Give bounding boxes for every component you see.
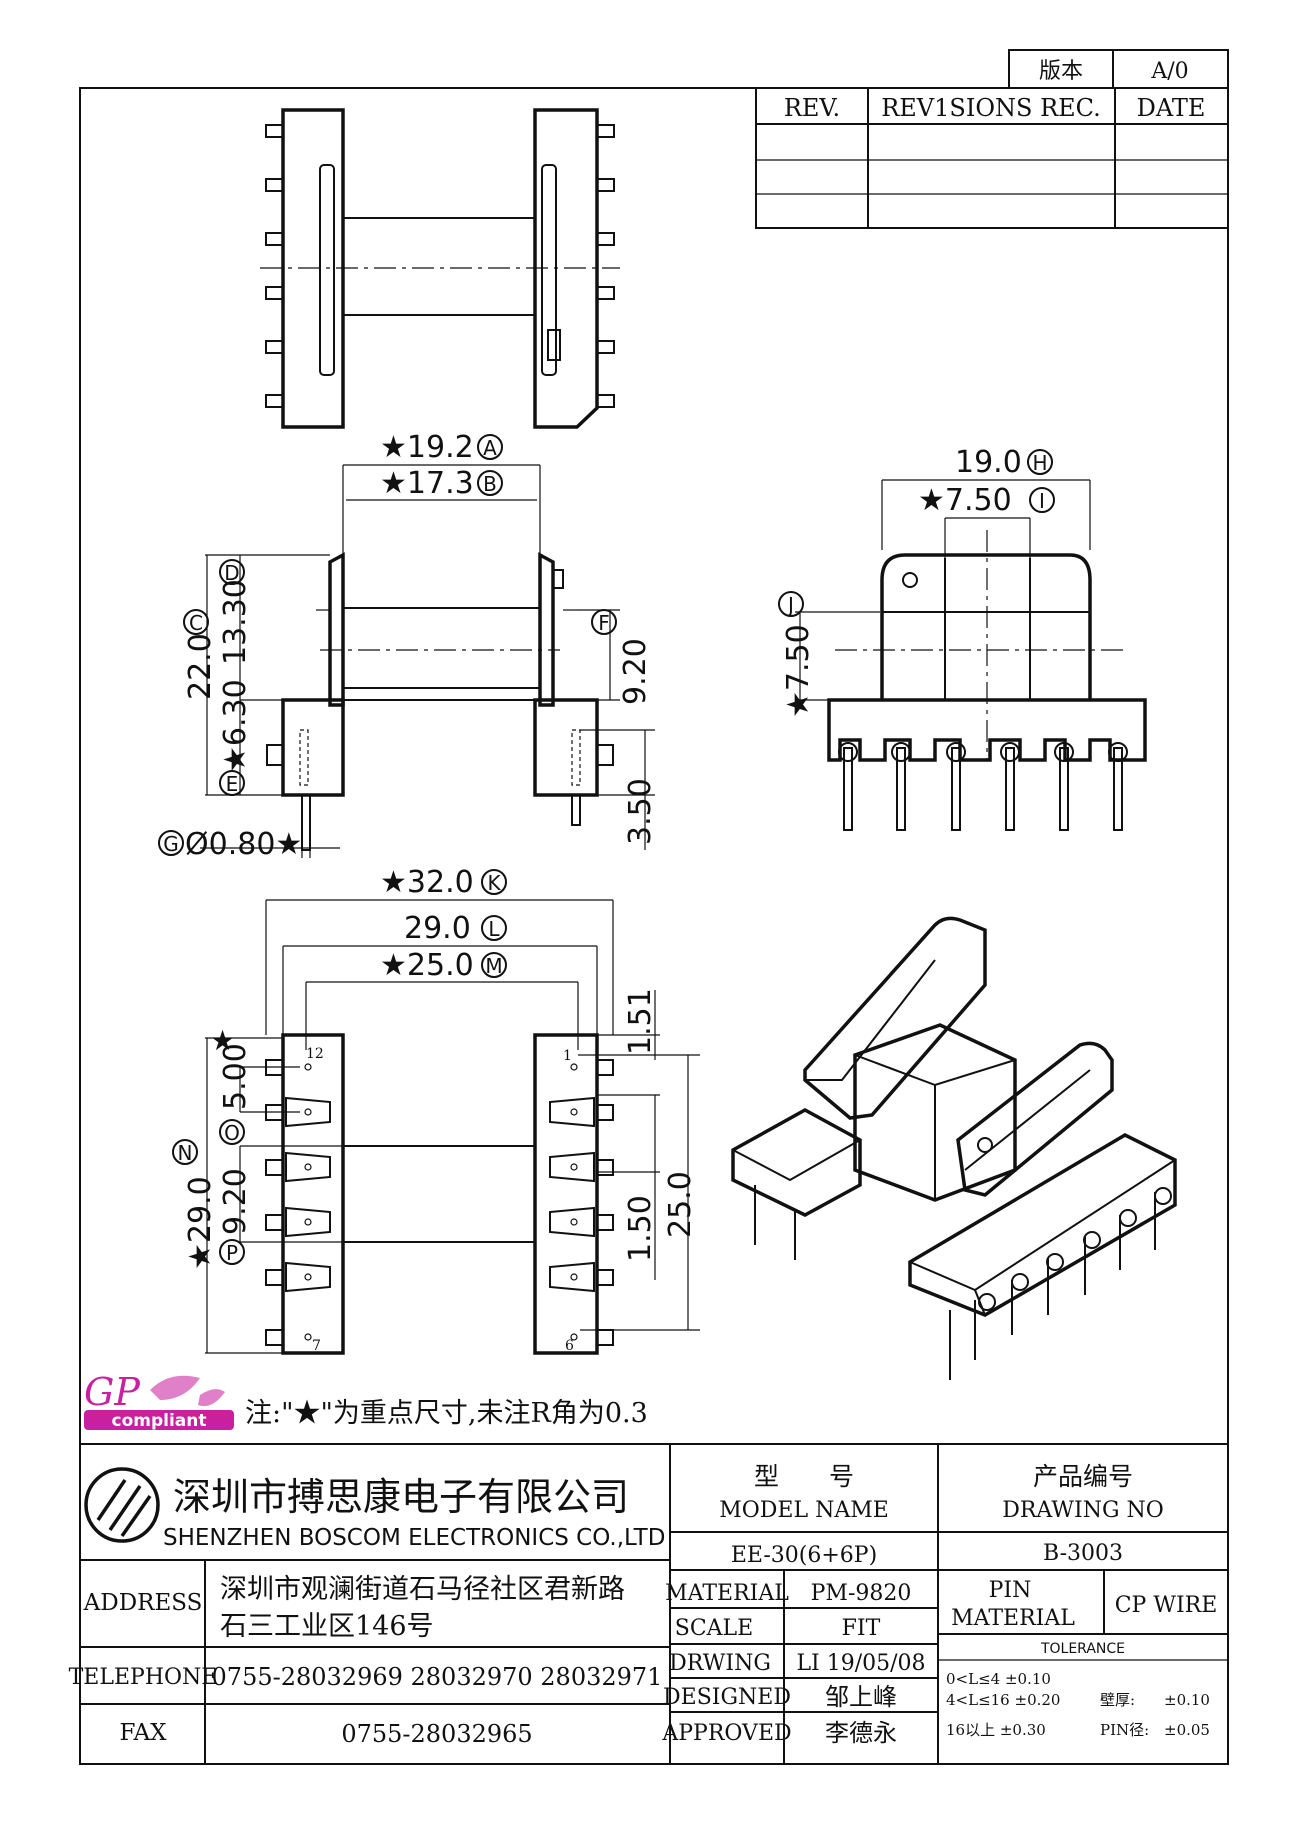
address-line-2: 石三工业区146号 (220, 1611, 434, 1642)
callout-d: D (224, 561, 239, 585)
designed-value: 邹上峰 (825, 1683, 897, 1711)
pin-label-6: 6 (565, 1338, 574, 1354)
callout-a: A (483, 436, 497, 460)
address-line-1: 深圳市观澜街道石马径社区君新路 (220, 1574, 625, 1605)
dim-pin-height: 3.50 (623, 778, 658, 845)
company-name-en: SHENZHEN BOSCOM ELECTRONICS CO.,LTD (163, 1525, 665, 1551)
wall-value: ±0.10 (1164, 1691, 1210, 1709)
side-view: 19.0 H ★7.50 I ★7.50 J (778, 445, 1147, 831)
callout-g: G (163, 832, 179, 856)
date-header: DATE (1137, 94, 1206, 122)
rev-header: REV. (784, 94, 840, 122)
callout-l: L (488, 917, 500, 941)
callout-k: K (487, 871, 501, 895)
front-view: ★19.2 A ★17.3 B 22.0 C 13.30 D ★6.30 E 9… (158, 430, 658, 862)
fax-label: FAX (120, 1720, 168, 1746)
callout-e: E (226, 772, 239, 796)
dim-m: ★25.0 (380, 948, 474, 983)
dim-f: 9.20 (618, 638, 653, 705)
drawing-frame (79, 87, 1229, 1765)
pin-label-1: 1 (563, 1048, 572, 1064)
scale-value: FIT (842, 1616, 881, 1641)
dim-a: ★19.2 (380, 430, 474, 465)
dim-p: 9.20 (218, 1168, 253, 1235)
dim-l: 29.0 (404, 911, 471, 946)
callout-p: P (226, 1241, 238, 1265)
revisions-header: REV1SIONS REC. (881, 94, 1101, 122)
dim-151: 1.51 (623, 988, 658, 1055)
scale-label: SCALE (675, 1616, 753, 1641)
version-value: A/0 (1150, 59, 1188, 84)
tolerance-3: 16以上 ±0.30 (946, 1721, 1046, 1739)
callout-o: O (224, 1121, 240, 1145)
revision-block: 版本 A/0 REV. REV1SIONS REC. DATE (755, 49, 1229, 229)
pin-label-7: 7 (312, 1338, 321, 1354)
dim-pin-dia: Ø0.80★ (185, 827, 302, 862)
approved-label: APPROVED (661, 1721, 791, 1746)
model-cn: 型 号 (754, 1462, 854, 1491)
model-value: EE-30(6+6P) (731, 1543, 877, 1568)
company-name-cn: 深圳市搏思康电子有限公司 (173, 1475, 629, 1519)
telephone-label: TELEPHONE (69, 1665, 218, 1690)
leaf-icon (150, 1375, 200, 1400)
telephone-value: 0755-28032969 28032970 28032971 (212, 1663, 663, 1691)
tolerance-2: 4<L≤16 ±0.20 (946, 1691, 1060, 1709)
callout-m: M (485, 954, 502, 978)
company-logo-icon (84, 1467, 160, 1543)
drawing-en: DRAWING NO (1002, 1498, 1164, 1523)
address-label: ADDRESS (83, 1590, 203, 1616)
tolerance-label: TOLERANCE (1040, 1641, 1125, 1657)
pin-dia-value: ±0.05 (1164, 1721, 1210, 1739)
dim-k: ★32.0 (380, 865, 474, 900)
pin-label-12: 12 (306, 1046, 324, 1062)
dim-c: 22.0 (183, 633, 218, 700)
dim-b: ★17.3 (380, 466, 474, 501)
material-label: MATERIAL (665, 1581, 789, 1606)
title-block: 深圳市搏思康电子有限公司 SHENZHEN BOSCOM ELECTRONICS… (69, 1443, 1228, 1764)
dim-j: ★7.50 (781, 624, 816, 718)
drwing-label: DRWING (669, 1651, 771, 1676)
dim-o: 5.00 (218, 1043, 253, 1110)
pin-material-value: CP WIRE (1115, 1593, 1218, 1618)
gp-compliant-logo: GP compliant (84, 1370, 234, 1431)
dim-i: ★7.50 (918, 483, 1012, 518)
dim-n: ★29.0 (183, 1176, 218, 1270)
pin-material-label-1: PIN (989, 1578, 1032, 1603)
drawing-value: B-3003 (1043, 1541, 1123, 1566)
model-en: MODEL NAME (719, 1498, 889, 1523)
dim-150: 1.50 (623, 1195, 658, 1262)
dim-h: 19.0 (955, 445, 1022, 480)
pin-material-label-2: MATERIAL (951, 1606, 1075, 1631)
bottom-view: ★32.0 K 29.0 L ★25.0 M (172, 865, 700, 1355)
drawing-note: 注:"★"为重点尺寸,未注R角为0.3 (245, 1398, 648, 1429)
star-o: ★ (210, 1024, 235, 1057)
callout-b: B (483, 472, 497, 496)
callout-i: I (1039, 489, 1045, 513)
tolerance-1: 0<L≤4 ±0.10 (946, 1670, 1051, 1688)
callout-n: N (178, 1141, 193, 1165)
callout-f: F (598, 611, 610, 635)
drwing-value: LI 19/05/08 (796, 1651, 925, 1676)
pin-dia-label: PIN径: (1100, 1721, 1149, 1739)
callout-c: C (189, 611, 203, 635)
dim-e: ★6.30 (218, 679, 253, 773)
fax-value: 0755-28032965 (341, 1720, 532, 1748)
compliant-text: compliant (112, 1411, 207, 1431)
gp-text: GP (84, 1370, 141, 1414)
callout-h: H (1032, 451, 1047, 475)
top-view (260, 108, 620, 429)
drawing-cn: 产品编号 (1033, 1462, 1133, 1491)
dim-d: 13.30 (218, 579, 253, 665)
wall-label: 壁厚: (1100, 1691, 1135, 1709)
approved-value: 李德永 (825, 1719, 897, 1747)
material-value: PM-9820 (811, 1581, 912, 1606)
leaf-small-icon (198, 1389, 225, 1407)
callout-j: J (786, 593, 794, 617)
dim-250: 25.0 (663, 1171, 698, 1238)
isometric-view (731, 916, 1177, 1380)
version-label: 版本 (1039, 59, 1083, 84)
designed-label: DESIGNED (663, 1685, 791, 1710)
